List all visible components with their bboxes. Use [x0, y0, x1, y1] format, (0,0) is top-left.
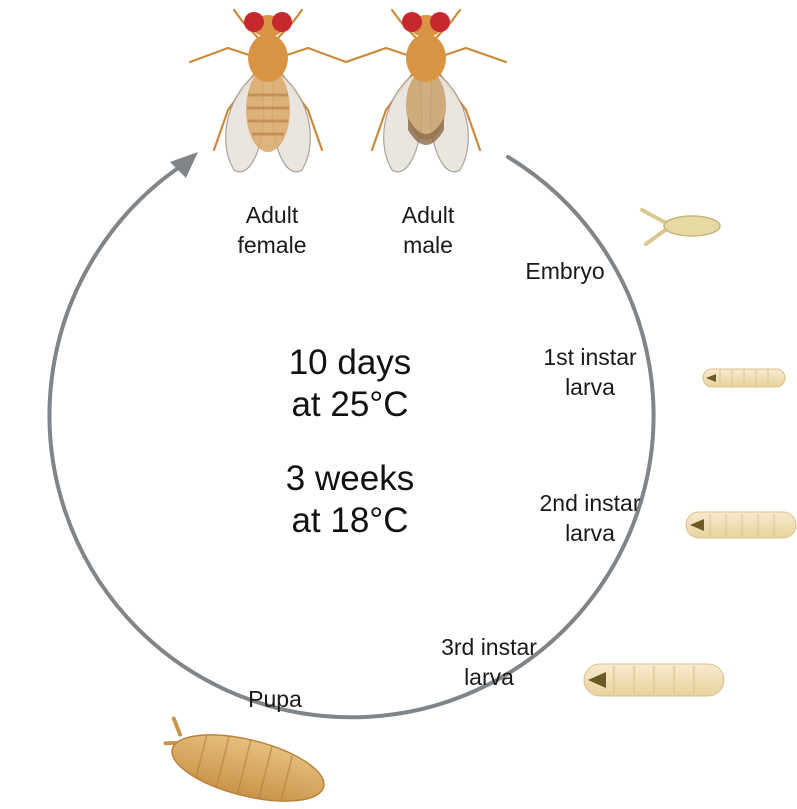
cycle-duration-warm: 10 days at 25°C [250, 342, 450, 426]
label-pupa: Pupa [230, 684, 320, 714]
label-larva-3rd-instar: 3rd instar larva [424, 632, 554, 692]
label-larva-1st-instar: 1st instar larva [525, 342, 655, 402]
larva-1st-instar-icon [703, 369, 785, 387]
larva-3rd-instar-icon [584, 664, 724, 696]
cycle-arrowhead [170, 152, 198, 178]
label-adult-male: Adult male [378, 200, 478, 260]
pupa-icon [158, 718, 331, 809]
embryo-icon [642, 210, 720, 244]
adult-male-fly-icon [346, 10, 506, 172]
label-adult-female: Adult female [222, 200, 322, 260]
adult-female-fly-icon [190, 10, 346, 172]
larva-2nd-instar-icon [686, 512, 796, 538]
cycle-arc [50, 157, 654, 717]
label-larva-2nd-instar: 2nd instar larva [525, 488, 655, 548]
cycle-duration-cool: 3 weeks at 18°C [250, 458, 450, 542]
label-embryo: Embryo [510, 256, 620, 286]
